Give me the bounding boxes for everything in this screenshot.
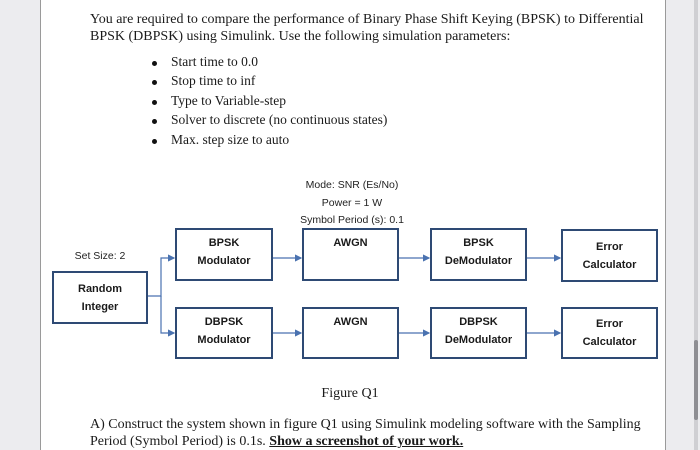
bullet-icon xyxy=(152,80,157,85)
block-label: DeModulator xyxy=(444,334,513,346)
block-label: Integer xyxy=(81,300,119,313)
list-item: Stop time to inf xyxy=(171,73,256,88)
bullet-icon xyxy=(152,139,157,144)
scrollbar-thumb[interactable] xyxy=(694,340,698,420)
question-text: Period (Symbol Period) is 0.1s. xyxy=(90,434,270,449)
intro-line-2: BPSK (DBPSK) using Simulink. Use the fol… xyxy=(90,29,511,44)
document-page xyxy=(40,0,666,450)
arrow-source-to-dbpsk-mod xyxy=(160,296,176,337)
intro-line-1: You are required to compare the performa… xyxy=(90,12,644,27)
list-item: Max. step size to auto xyxy=(171,132,290,147)
awgn-mode-label: Mode: SNR (Es/No) xyxy=(305,179,399,191)
dbpsk-modulator-block: DBPSK Modulator xyxy=(175,307,273,359)
question-line-2: Period (Symbol Period) is 0.1s. Show a s… xyxy=(90,434,463,450)
scrollbar[interactable] xyxy=(694,0,698,450)
block-label: Error xyxy=(596,318,623,330)
bpsk-modulator-block: BPSK Modulator xyxy=(175,228,273,281)
list-item: Type to Variable-step xyxy=(171,93,287,108)
arrow-source-to-bpsk-mod xyxy=(147,254,176,297)
block-label: Error xyxy=(596,240,623,253)
bullet-icon xyxy=(152,61,157,66)
list-item: Start time to 0.0 xyxy=(171,54,258,69)
block-label: AWGN xyxy=(333,237,368,249)
awgn-block-2: AWGN xyxy=(302,307,399,359)
block-label: DBPSK xyxy=(459,316,498,328)
awgn-symbol-period-label: Symbol Period (s): 0.1 xyxy=(300,214,404,226)
block-label: Modulator xyxy=(197,334,251,346)
bpsk-demodulator-block: BPSK DeModulator xyxy=(430,228,527,281)
block-label: AWGN xyxy=(333,316,368,328)
block-label: Calculator xyxy=(582,258,637,271)
block-label: Modulator xyxy=(197,255,251,267)
block-label: Random xyxy=(78,282,122,295)
block-label: DBPSK xyxy=(204,316,244,328)
set-size-label: Set Size: 2 xyxy=(74,250,126,262)
figure-caption: Figure Q1 xyxy=(321,386,379,401)
block-label: BPSK xyxy=(208,237,240,249)
awgn-block-1: AWGN xyxy=(302,228,399,281)
question-emphasis: Show a screenshot of your work. xyxy=(269,434,464,449)
block-label: Calculator xyxy=(582,336,637,348)
block-label: DeModulator xyxy=(444,255,513,267)
bullet-icon xyxy=(152,119,157,124)
question-line-1: A) Construct the system shown in figure … xyxy=(90,417,641,432)
bullet-icon xyxy=(152,100,157,105)
list-item: Solver to discrete (no continuous states… xyxy=(171,112,388,127)
dbpsk-demodulator-block: DBPSK DeModulator xyxy=(430,307,527,359)
block-label: BPSK xyxy=(463,237,494,249)
awgn-power-label: Power = 1 W xyxy=(321,197,383,209)
